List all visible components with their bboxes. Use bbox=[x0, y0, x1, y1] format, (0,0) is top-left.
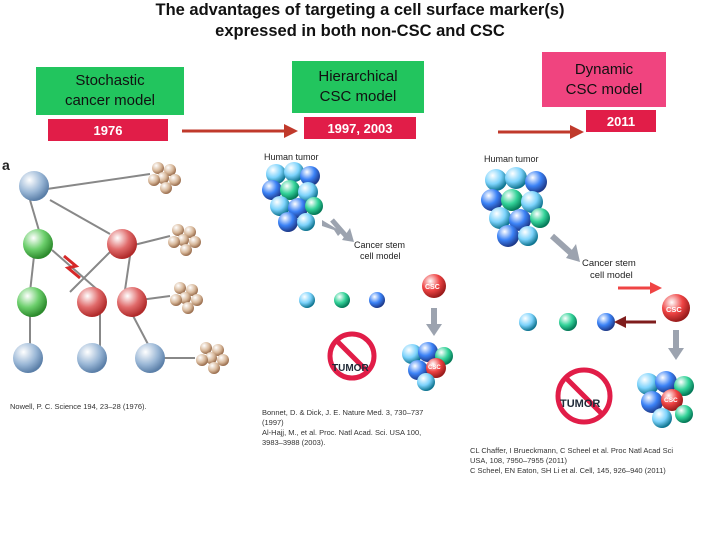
stochastic-diagram: a bbox=[0, 150, 232, 382]
cancer-stem-label-line-1: Cancer stem bbox=[582, 258, 636, 269]
dynamic-model-box: Dynamic CSC model bbox=[542, 52, 666, 107]
reference-line: Bonnet, D. & Dick, J. E. Nature Med. 3, … bbox=[262, 408, 424, 417]
hierarchical-model-box: Hierarchical CSC model bbox=[292, 61, 424, 113]
reference-line: Nowell, P. C. Science 194, 23–28 (1976). bbox=[10, 402, 147, 411]
stochastic-model-line-2: cancer model bbox=[64, 92, 156, 109]
reference-line: C Scheel, EN Eaton, SH Li et al. Cell, 1… bbox=[470, 466, 666, 475]
reference-line: USA, 108, 7950–7955 (2011) bbox=[470, 456, 568, 465]
cancer-stem-label-line-2: cell model bbox=[590, 270, 633, 281]
dynamic-reference: CL Chaffer, I Brueckmann, C Scheel et al… bbox=[470, 446, 715, 476]
reference-line: Al-Hajj, M., et al. Proc. Natl Acad. Sci… bbox=[262, 428, 422, 437]
hierarchical-reference: Bonnet, D. & Dick, J. E. Nature Med. 3, … bbox=[262, 408, 472, 448]
stochastic-year: 1976 bbox=[93, 122, 123, 138]
stochastic-reference: Nowell, P. C. Science 194, 23–28 (1976). bbox=[10, 402, 240, 412]
csc-label: CSC bbox=[666, 305, 682, 314]
human-tumor-label: Human tumor bbox=[264, 152, 319, 162]
tumor-label: TUMOR bbox=[332, 363, 369, 374]
hierarchical-year: 1997, 2003 bbox=[327, 120, 393, 136]
hierarchical-diagram: Human tumor Cancer stem cell model CSC T… bbox=[262, 150, 462, 392]
human-tumor-label: Human tumor bbox=[484, 154, 539, 164]
tumor-csc-label: CSC bbox=[664, 397, 678, 404]
csc-label: CSC bbox=[425, 284, 440, 291]
tumor-csc-label: CSC bbox=[428, 365, 441, 371]
cancer-stem-label-line-2: cell model bbox=[360, 251, 401, 261]
reference-line: CL Chaffer, I Brueckmann, C Scheel et al… bbox=[470, 446, 674, 455]
dynamic-year-badge: 2011 bbox=[586, 110, 656, 132]
stochastic-model-box: Stochastic cancer model bbox=[36, 67, 184, 115]
hierarchical-year-badge: 1997, 2003 bbox=[304, 117, 416, 139]
dynamic-model-line-2: CSC model bbox=[565, 80, 643, 98]
tumor-label: TUMOR bbox=[560, 398, 600, 410]
title-line-2: expressed in both non-CSC and CSC bbox=[215, 22, 505, 40]
stochastic-year-badge: 1976 bbox=[48, 119, 168, 141]
timeline-arrow-1 bbox=[182, 124, 298, 138]
cancer-stem-label-line-1: Cancer stem bbox=[354, 240, 405, 250]
timeline-arrow-2 bbox=[498, 125, 584, 139]
reference-line: 3983–3988 (2003). bbox=[262, 438, 326, 447]
page-title: The advantages of targeting a cell surfa… bbox=[0, 0, 720, 42]
reference-line: (1997) bbox=[262, 418, 284, 427]
hierarchical-model-line-2: CSC model bbox=[319, 88, 397, 105]
hierarchical-model-line-1: Hierarchical bbox=[318, 68, 398, 85]
dynamic-year: 2011 bbox=[606, 113, 636, 129]
stochastic-model-line-1: Stochastic bbox=[75, 72, 145, 89]
title-line-1: The advantages of targeting a cell surfa… bbox=[155, 1, 565, 19]
dynamic-model-line-1: Dynamic bbox=[574, 60, 634, 78]
panel-label-a: a bbox=[2, 157, 10, 173]
dynamic-diagram: Human tumor Cancer stem cell model CSC T… bbox=[480, 150, 700, 428]
